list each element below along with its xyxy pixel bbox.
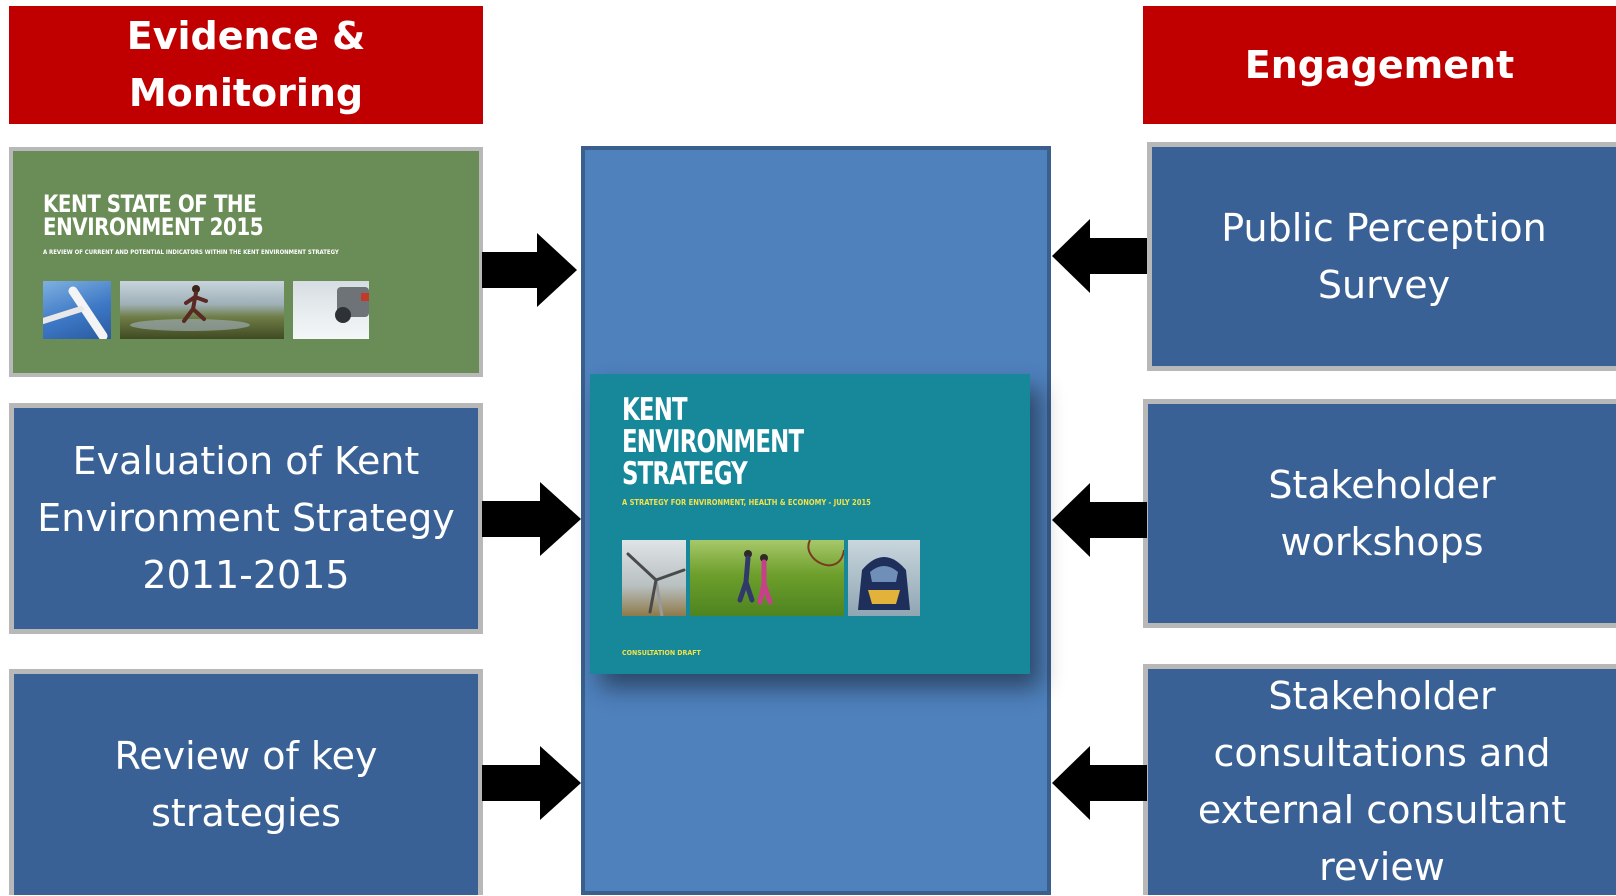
cover-walkers-photo xyxy=(690,540,844,616)
cover-draft-label: CONSULTATION DRAFT xyxy=(622,649,701,657)
evaluation-line3: 2011-2015 xyxy=(142,553,350,597)
evidence-header-line2: Monitoring xyxy=(128,71,364,115)
arrow-left-icon xyxy=(1052,483,1147,557)
arrow-left-icon xyxy=(1052,219,1147,293)
arrow-right-icon xyxy=(482,746,581,820)
cover-title-line1: KENT xyxy=(622,392,688,428)
strategy-cover: KENT ENVIRONMENT STRATEGY A STRATEGY FOR… xyxy=(590,374,1030,674)
evidence-header-line1: Evidence & xyxy=(126,14,366,58)
stakeholder-consultations-box: Stakeholder consultations and external c… xyxy=(1143,664,1616,895)
consultations-line4: review xyxy=(1319,845,1445,889)
evaluation-line2: Environment Strategy xyxy=(37,496,455,540)
evaluation-line1: Evaluation of Kent xyxy=(72,439,420,483)
runner-photo xyxy=(120,281,284,339)
report-subtitle: A REVIEW OF CURRENT AND POTENTIAL INDICA… xyxy=(43,249,339,256)
consultations-line2: consultations and xyxy=(1213,731,1551,775)
cover-title-line2: ENVIRONMENT xyxy=(622,424,804,460)
evaluation-box: Evaluation of Kent Environment Strategy … xyxy=(9,403,483,634)
flood-car-photo xyxy=(293,281,369,339)
state-of-environment-report: KENT STATE OF THE ENVIRONMENT 2015 A REV… xyxy=(9,147,483,377)
evidence-monitoring-header: Evidence & Monitoring xyxy=(9,6,483,124)
public-survey-box: Public Perception Survey xyxy=(1147,142,1616,371)
cover-title: KENT ENVIRONMENT STRATEGY xyxy=(622,392,804,492)
workshops-line2: workshops xyxy=(1280,519,1484,564)
consultations-line1: Stakeholder xyxy=(1268,674,1496,718)
wind-turbine-photo xyxy=(43,281,111,339)
cover-subtitle: A STRATEGY FOR ENVIRONMENT, HEALTH & ECO… xyxy=(622,498,871,507)
review-line2: strategies xyxy=(151,790,341,835)
arrow-right-icon xyxy=(482,233,577,307)
arrow-left-icon xyxy=(1052,746,1147,820)
cover-turbine-photo xyxy=(622,540,686,616)
report-title: KENT STATE OF THE ENVIRONMENT 2015 xyxy=(43,190,264,241)
arrow-right-icon xyxy=(482,482,581,556)
engagement-header-label: Engagement xyxy=(1244,42,1515,87)
engagement-header: Engagement xyxy=(1143,6,1616,124)
review-line1: Review of key xyxy=(114,733,378,778)
workshops-line1: Stakeholder xyxy=(1268,462,1496,507)
cover-title-line3: STRATEGY xyxy=(622,456,748,492)
survey-line2: Survey xyxy=(1317,262,1451,307)
review-box: Review of key strategies xyxy=(9,669,483,895)
consultations-line3: external consultant xyxy=(1197,788,1567,832)
cover-train-photo xyxy=(848,540,920,616)
stakeholder-workshops-box: Stakeholder workshops xyxy=(1143,399,1616,628)
survey-line1: Public Perception xyxy=(1221,205,1547,250)
